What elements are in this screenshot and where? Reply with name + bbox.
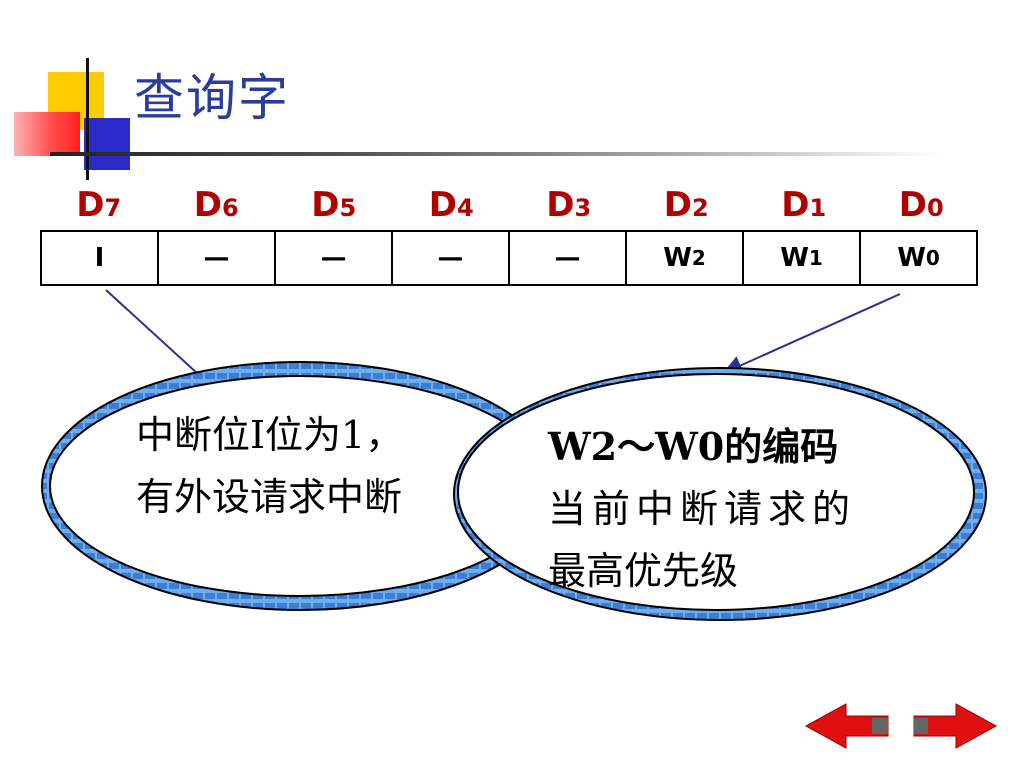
decorative-red-block [14, 112, 80, 156]
register-cell-d4: — [393, 232, 510, 284]
slide-title: 查询字 [134, 69, 290, 127]
red-left-arrow-icon[interactable] [804, 703, 889, 749]
left-callout-line-1: 中断位I位为1， [136, 413, 404, 457]
register-cell-d6: — [159, 232, 276, 284]
bit-label-d2: D2 [663, 185, 709, 225]
title-underline [50, 152, 940, 156]
bit-label-d6: D6 [193, 185, 239, 225]
right-callout-line-3: 最高优先级 [548, 549, 739, 593]
decorative-blue-block [84, 118, 130, 170]
register-cell-d5: — [276, 232, 393, 284]
right-callout-text: W2～W0的编码 当前中断请求的 最高优先级 [548, 416, 856, 602]
bit-label-d7: D7 [76, 185, 122, 225]
bit-label-d5: D5 [311, 185, 357, 225]
decorative-vertical-line [86, 58, 89, 180]
bit-labels-row: D7 D6 D5 D4 D3 D2 D1 D0 [40, 180, 980, 230]
left-callout-text: 中断位I位为1， 有外设请求中断 [136, 404, 403, 528]
register-cell-d7: I [42, 232, 159, 284]
right-callout-bubble [457, 373, 975, 611]
left-connector-line [105, 289, 199, 375]
left-callout-line-2: 有外设请求中断 [136, 475, 403, 519]
right-callout-line-2: 当前中断请求的 [548, 487, 857, 531]
bit-label-d4: D4 [428, 185, 474, 225]
right-callout-line-1: W2～W0的编码 [548, 424, 839, 469]
bit-label-d3: D3 [546, 185, 592, 225]
bit-label-d0: D0 [898, 185, 944, 225]
right-connector-arrow [722, 293, 901, 375]
register-cell-d3: — [510, 232, 627, 284]
red-right-arrow-icon[interactable] [913, 703, 998, 749]
bit-label-d1: D1 [781, 185, 827, 225]
right-callout-frame [453, 367, 987, 621]
